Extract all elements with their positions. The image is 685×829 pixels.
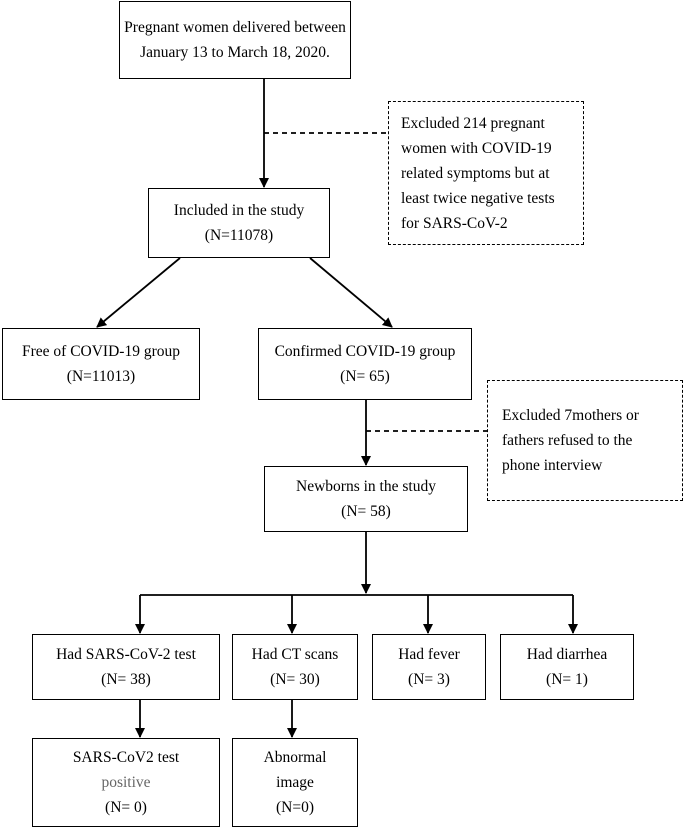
fever-line-1: Had fever [398,646,460,663]
excluded-7-line-1: Excluded 7mothers or [502,407,639,424]
excluded-7-line-3: phone interview [502,457,603,474]
abnormal-image-line-3: (N=0) [275,799,314,816]
diarrhea-line-1: Had diarrhea [526,646,608,663]
newborns-box: Newborns in the study (N= 58) [264,466,468,532]
sars-test-box: Had SARS-CoV-2 test (N= 38) [32,634,220,700]
excluded-7-box: Excluded 7mothers or fathers refused to … [487,380,683,501]
excluded-214-line-1: Excluded 214 pregnant [401,114,545,132]
abnormal-image-line-1: Abnormal [263,749,327,766]
pregnant-women-line-2: January 13 to March 18, 2020. [140,44,330,61]
excluded-214-box: Excluded 214 pregnant women with COVID-1… [388,101,584,245]
sars-positive-line-1: SARS-CoV2 test [72,749,180,766]
pregnant-women-box: Pregnant women delivered between January… [119,1,351,79]
sars-positive-line-2: positive [101,774,151,791]
excluded-214-line-4: least twice negative tests [401,189,555,207]
fever-box: Had fever (N= 3) [372,634,486,700]
sars-positive-line-3: (N= 0) [105,799,147,816]
included-line-2: (N=11078) [204,227,274,244]
included-line-1: Included in the study [173,202,305,219]
sars-test-line-2: (N= 38) [101,671,151,688]
fever-line-2: (N= 3) [408,671,450,688]
arrow-included-to-confirmed [309,257,393,328]
excluded-214-line-2: women with COVID-19 [401,139,552,157]
excluded-214-line-5: for SARS-CoV-2 [401,214,508,232]
free-group-line-1: Free of COVID-19 group [22,343,180,360]
excluded-7-line-2: fathers refused to the [502,432,633,449]
free-group-box: Free of COVID-19 group (N=11013) [2,328,200,400]
ct-scans-line-2: (N= 30) [270,671,320,688]
sars-test-line-1: Had SARS-CoV-2 test [56,646,196,663]
abnormal-image-line-2: image [276,774,314,791]
newborns-line-1: Newborns in the study [296,478,436,495]
abnormal-image-box: Abnormal image (N=0) [232,738,358,827]
excluded-214-line-3: related symptoms but at [401,164,550,182]
free-group-line-2: (N=11013) [66,368,136,385]
ct-scans-box: Had CT scans (N= 30) [232,634,358,700]
confirmed-group-line-2: (N= 65) [340,368,390,385]
included-box: Included in the study (N=11078) [148,188,330,258]
confirmed-group-line-1: Confirmed COVID-19 group [274,343,456,360]
diarrhea-box: Had diarrhea (N= 1) [500,634,634,700]
arrow-included-to-free [96,257,181,328]
newborns-line-2: (N= 58) [341,503,391,520]
confirmed-group-box: Confirmed COVID-19 group (N= 65) [258,328,472,400]
ct-scans-line-1: Had CT scans [251,646,339,663]
diarrhea-line-2: (N= 1) [546,671,588,688]
sars-positive-box: SARS-CoV2 test positive (N= 0) [32,738,220,827]
pregnant-women-line-1: Pregnant women delivered between [124,19,346,36]
